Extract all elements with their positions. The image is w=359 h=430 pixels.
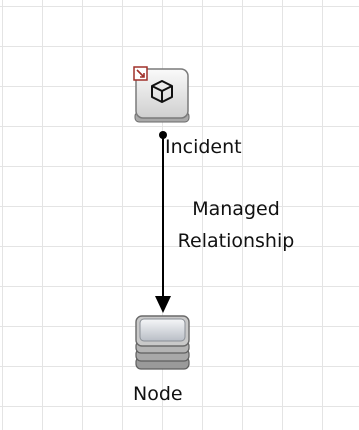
node-stack-icon[interactable] bbox=[133, 313, 193, 373]
node-label: Node bbox=[133, 383, 183, 405]
relationship-label: Managed Relationship bbox=[160, 193, 312, 257]
edge-arrowhead bbox=[155, 296, 171, 313]
relationship-label-line1: Managed bbox=[192, 198, 280, 220]
incident-label: Incident bbox=[165, 136, 242, 158]
relationship-label-line2: Relationship bbox=[177, 230, 295, 252]
incident-cube-icon[interactable] bbox=[133, 66, 193, 128]
